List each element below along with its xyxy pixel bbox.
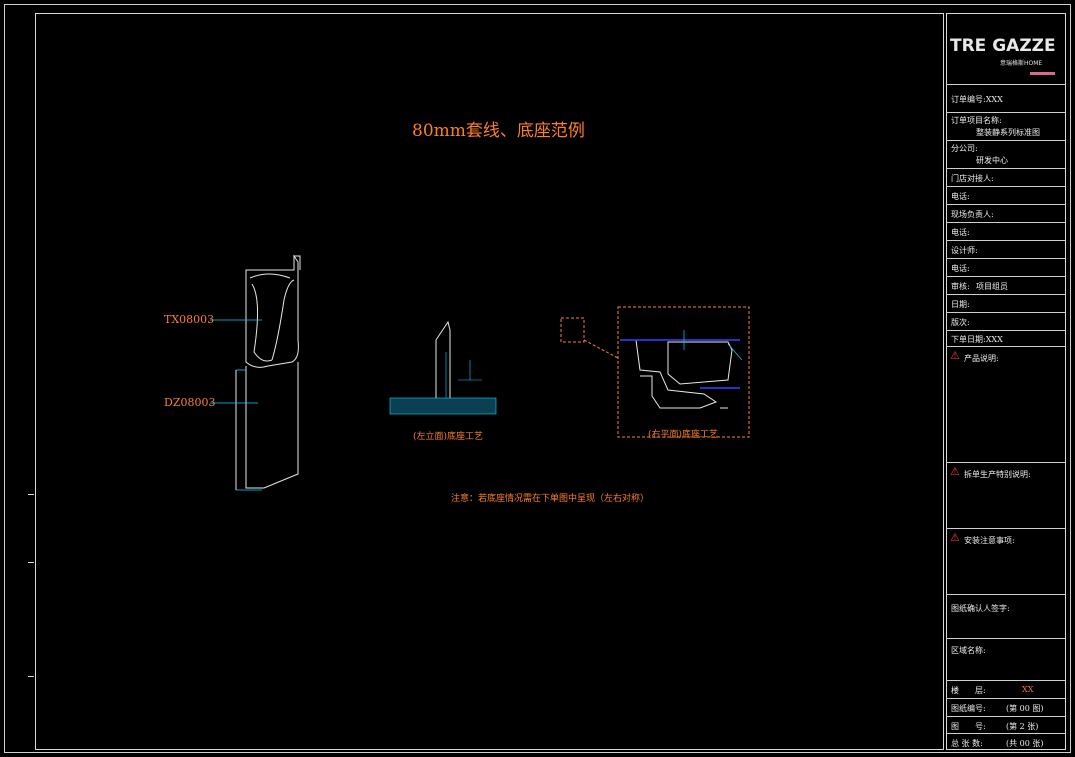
tb-row-branch: 分公司: 研发中心 (946, 140, 1066, 168)
caption-right-plan: (右平面)底座工艺 (648, 430, 719, 440)
tb-row-project: 订单项目名称: 整装静系列标准图 (946, 112, 1066, 140)
detail-left-elevation (426, 320, 470, 407)
part-label-dz: DZ08003 (164, 396, 216, 409)
detail-frame-right (617, 306, 750, 438)
detail-callout (560, 317, 585, 343)
brand-logo: TRE GAZZE (950, 36, 1056, 56)
margin-tick (28, 494, 34, 495)
tb-confirm-sign[interactable]: 图纸确认人签字: (946, 594, 1066, 638)
tb-production-notes: ⚠ 拆单生产特别说明: (946, 462, 1066, 528)
warning-icon: ⚠ (950, 531, 960, 544)
tb-row-date: 日期: (946, 294, 1066, 312)
brand-logo-sub: 意瑞格斯HOME (1000, 60, 1043, 67)
drawing-title: 80mm套线、底座范例 (412, 121, 585, 141)
margin-tick (28, 676, 34, 677)
tb-row-site-manager: 现场负责人: (946, 204, 1066, 222)
tb-page-no: 图 号: (第 2 张) (946, 716, 1066, 733)
tb-row-phone-3: 电话: (946, 258, 1066, 276)
leader-lines (210, 319, 262, 491)
warning-icon: ⚠ (950, 465, 960, 478)
tb-row-phone-1: 电话: (946, 186, 1066, 204)
drawing-area (35, 13, 944, 750)
tb-region-sign[interactable]: 区域名称: (946, 638, 1066, 680)
warning-icon: ⚠ (950, 349, 960, 362)
detail-right-plan (635, 339, 733, 409)
floor-hatch (389, 397, 497, 415)
margin-tick (28, 562, 34, 563)
tb-total-pages: 总 张 数: (共 00 张) (946, 733, 1066, 750)
tb-row-review: 审核: 项目组员 (946, 276, 1066, 294)
tb-floor: 楼 层: XX (946, 680, 1066, 698)
tb-row-order-no: 订单编号:XXX (946, 84, 1066, 112)
tb-row-order-date: 下单日期:XXX (946, 330, 1066, 346)
tb-row-version: 版次: (946, 312, 1066, 330)
dimension-lines (445, 352, 482, 398)
tb-drawing-no: 图纸编号: (第 00 图) (946, 698, 1066, 716)
tb-install-notes: ⚠ 安装注意事项: (946, 528, 1066, 594)
drawing-note: 注意：若底座情况需在下单图中呈现（左右对称） (451, 494, 650, 504)
callout-lines (683, 330, 743, 361)
tb-product-desc: ⚠ 产品说明: (946, 346, 1066, 462)
tb-row-store-contact: 门店对接人: (946, 168, 1066, 186)
profile-tx08003 (245, 254, 301, 368)
base-dz08003 (235, 362, 299, 490)
tb-row-designer: 设计师: (946, 240, 1066, 258)
brand-accent-bar (1030, 72, 1055, 75)
tb-row-phone-2: 电话: (946, 222, 1066, 240)
caption-left-elevation: (左立面)底座工艺 (413, 432, 484, 442)
title-block (946, 13, 1066, 750)
outer-border (4, 4, 1071, 753)
part-label-tx: TX08003 (164, 313, 215, 326)
wall-line (620, 339, 740, 389)
